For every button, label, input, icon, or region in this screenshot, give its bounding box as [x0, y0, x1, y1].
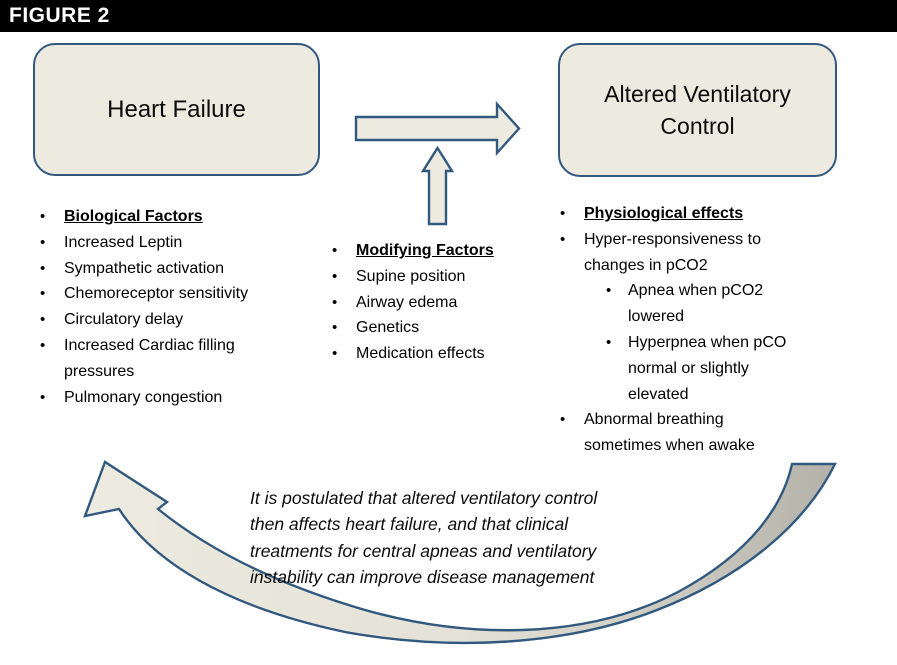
modifying-factors-list: • Modifying Factors • Supine position • …: [332, 238, 562, 367]
bullet-icon: •: [332, 242, 338, 259]
list-item: • Increased Leptin: [40, 230, 320, 256]
altered-ventilatory-control-box: Altered Ventilatory Control: [558, 43, 837, 177]
list-subitem: • Apnea when pCO2 lowered: [560, 278, 880, 330]
list-item: • Circulatory delay: [40, 307, 320, 333]
bullet-icon: •: [332, 267, 338, 285]
bullet-icon: •: [40, 285, 46, 303]
bullet-icon: •: [40, 233, 46, 251]
list-item: • Abnormal breathing sometimes when awak…: [560, 407, 880, 459]
bullet-icon: •: [40, 388, 46, 406]
list-item: • Hyper-responsiveness to changes in pCO…: [560, 227, 880, 279]
bullet-icon: •: [606, 282, 612, 300]
list-item: • Increased Cardiac filling pressures: [40, 333, 320, 385]
bullet-icon: •: [606, 333, 612, 351]
bullet-icon: •: [40, 336, 46, 354]
right-arrow-icon: [354, 100, 521, 157]
list-item: • Medication effects: [332, 341, 562, 367]
list-item: • Pulmonary congestion: [40, 385, 320, 411]
list-item: • Sympathetic activation: [40, 256, 320, 282]
heart-failure-title: Heart Failure: [107, 95, 246, 123]
altered-ventilatory-control-title: Altered Ventilatory Control: [604, 81, 791, 139]
bullet-icon: •: [332, 319, 338, 337]
list-subitem: • Hyperpnea when pCO normal or slightly …: [560, 330, 880, 407]
list-heading: • Modifying Factors: [332, 238, 562, 264]
biological-factors-list: • Biological Factors • Increased Leptin …: [40, 204, 320, 410]
bullet-icon: •: [332, 345, 338, 363]
physiological-effects-list: • Physiological effects • Hyper-responsi…: [560, 201, 880, 459]
bullet-icon: •: [40, 259, 46, 277]
bullet-icon: •: [560, 411, 566, 429]
list-heading: • Biological Factors: [40, 204, 320, 230]
postulate-caption: It is postulated that altered ventilator…: [250, 488, 598, 587]
bullet-icon: •: [560, 205, 566, 222]
list-item: • Chemoreceptor sensitivity: [40, 281, 320, 307]
bullet-icon: •: [332, 293, 338, 311]
list-heading: • Physiological effects: [560, 201, 880, 227]
figure-title: FIGURE 2: [9, 4, 110, 27]
bullet-icon: •: [40, 208, 46, 225]
list-item: • Genetics: [332, 315, 562, 341]
list-item: • Supine position: [332, 264, 562, 290]
bullet-icon: •: [40, 311, 46, 329]
up-arrow-icon: [420, 145, 455, 226]
list-item: • Airway edema: [332, 290, 562, 316]
bullet-icon: •: [560, 230, 566, 248]
figure-banner: FIGURE 2: [0, 0, 897, 32]
heart-failure-box: Heart Failure: [33, 43, 320, 176]
